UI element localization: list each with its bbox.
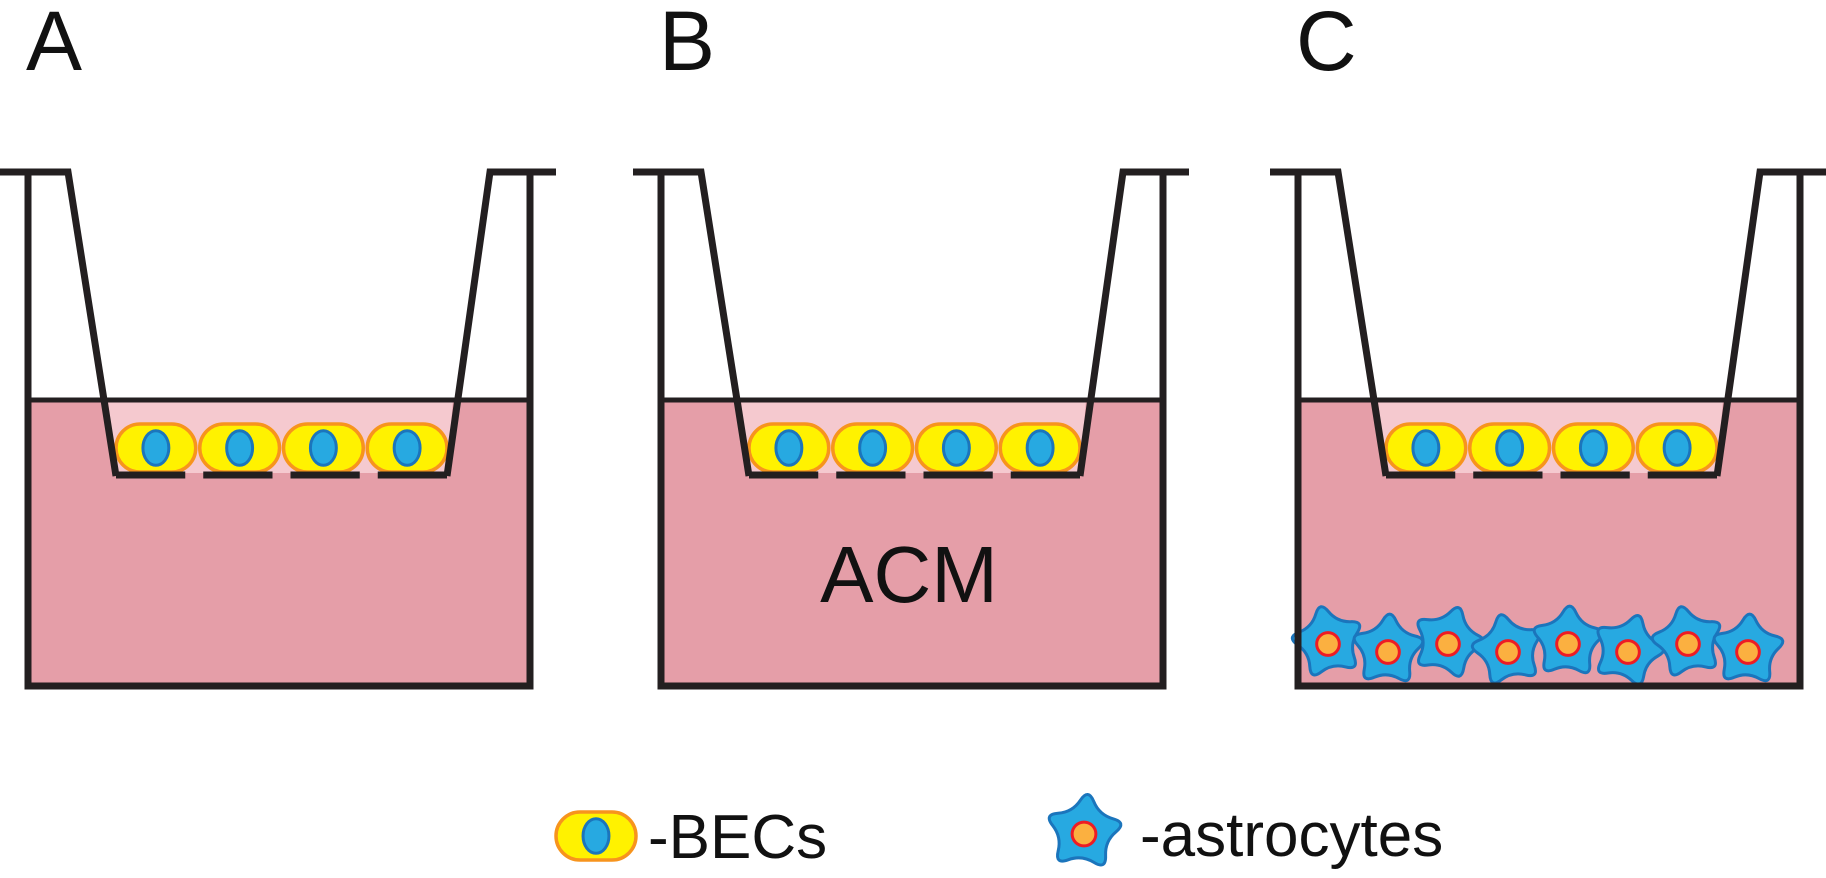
insert-wall-right bbox=[1076, 168, 1189, 477]
bec-cell bbox=[998, 422, 1082, 474]
bec-cell bbox=[1635, 422, 1719, 474]
astrocyte-layer bbox=[1290, 604, 1785, 686]
bec-cell bbox=[747, 422, 831, 474]
legend: -BECs -astrocytes bbox=[554, 793, 1443, 872]
astrocyte-icon bbox=[1047, 793, 1123, 867]
bec-monolayer bbox=[114, 422, 449, 474]
bec-cell bbox=[914, 422, 998, 474]
panel-letter: C bbox=[1296, 0, 1357, 88]
outer-well-wall bbox=[657, 172, 1167, 690]
legend-becs-label: -BECs bbox=[648, 803, 827, 872]
astrocyte-cell bbox=[1596, 614, 1666, 686]
panel-letter: A bbox=[26, 0, 82, 88]
bec-cell bbox=[1384, 422, 1468, 474]
outer-well-wall bbox=[1294, 172, 1804, 690]
bec-cell bbox=[114, 422, 198, 474]
insert-wall-left bbox=[0, 168, 120, 477]
panel-letter: B bbox=[659, 0, 715, 88]
panel-b: B ACM bbox=[633, 0, 1189, 690]
bec-monolayer bbox=[1384, 422, 1719, 474]
bec-cell bbox=[1551, 422, 1635, 474]
astrocyte-cell bbox=[1290, 605, 1362, 677]
legend-astrocyte: -astrocytes bbox=[1047, 793, 1443, 870]
insert-wall-left bbox=[1270, 168, 1390, 477]
bec-cell bbox=[281, 422, 365, 474]
bec-cell bbox=[365, 422, 449, 474]
astrocyte-cell bbox=[1047, 793, 1123, 867]
astrocyte-cell bbox=[1712, 612, 1785, 683]
bec-cell bbox=[1468, 422, 1552, 474]
panel-c: C bbox=[1270, 0, 1826, 690]
bec-cell bbox=[198, 422, 282, 474]
bec-monolayer bbox=[747, 422, 1082, 474]
panel-a: A bbox=[0, 0, 556, 690]
legend-bec: -BECs bbox=[554, 803, 827, 872]
bec-cell-icon bbox=[554, 810, 638, 862]
legend-astrocytes-label: -astrocytes bbox=[1140, 801, 1443, 870]
insert-wall-left bbox=[633, 168, 753, 477]
bec-cell bbox=[831, 422, 915, 474]
outer-well-wall bbox=[24, 172, 534, 690]
insert-wall-right bbox=[443, 168, 556, 477]
acm-label: ACM bbox=[820, 530, 998, 619]
bec-cell bbox=[554, 810, 638, 862]
insert-wall-right bbox=[1713, 168, 1826, 477]
astrocyte-cell bbox=[1650, 605, 1722, 677]
